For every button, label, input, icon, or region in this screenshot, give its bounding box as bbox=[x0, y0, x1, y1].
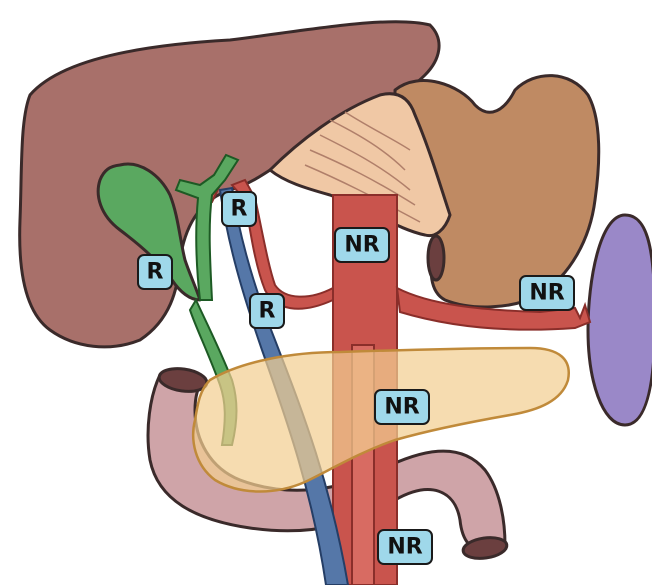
label-cystic-duct-artery-text: R bbox=[231, 197, 248, 222]
label-celiac-trunk: NR bbox=[335, 228, 389, 262]
label-aorta-pancreas: NR bbox=[375, 390, 429, 424]
spleen bbox=[588, 215, 652, 425]
label-gallbladder: R bbox=[138, 255, 172, 289]
label-aorta-lower-text: NR bbox=[387, 535, 422, 560]
label-right-hepatic-artery: R bbox=[250, 294, 284, 328]
label-right-hepatic-artery-text: R bbox=[259, 299, 276, 324]
label-splenic-artery: NR bbox=[520, 276, 574, 310]
label-aorta-pancreas-text: NR bbox=[384, 395, 419, 420]
label-gallbladder-text: R bbox=[147, 260, 164, 285]
label-celiac-trunk-text: NR bbox=[344, 233, 379, 258]
label-splenic-artery-text: NR bbox=[529, 281, 564, 306]
label-aorta-lower: NR bbox=[378, 530, 432, 564]
label-cystic-duct-artery: R bbox=[222, 192, 256, 226]
